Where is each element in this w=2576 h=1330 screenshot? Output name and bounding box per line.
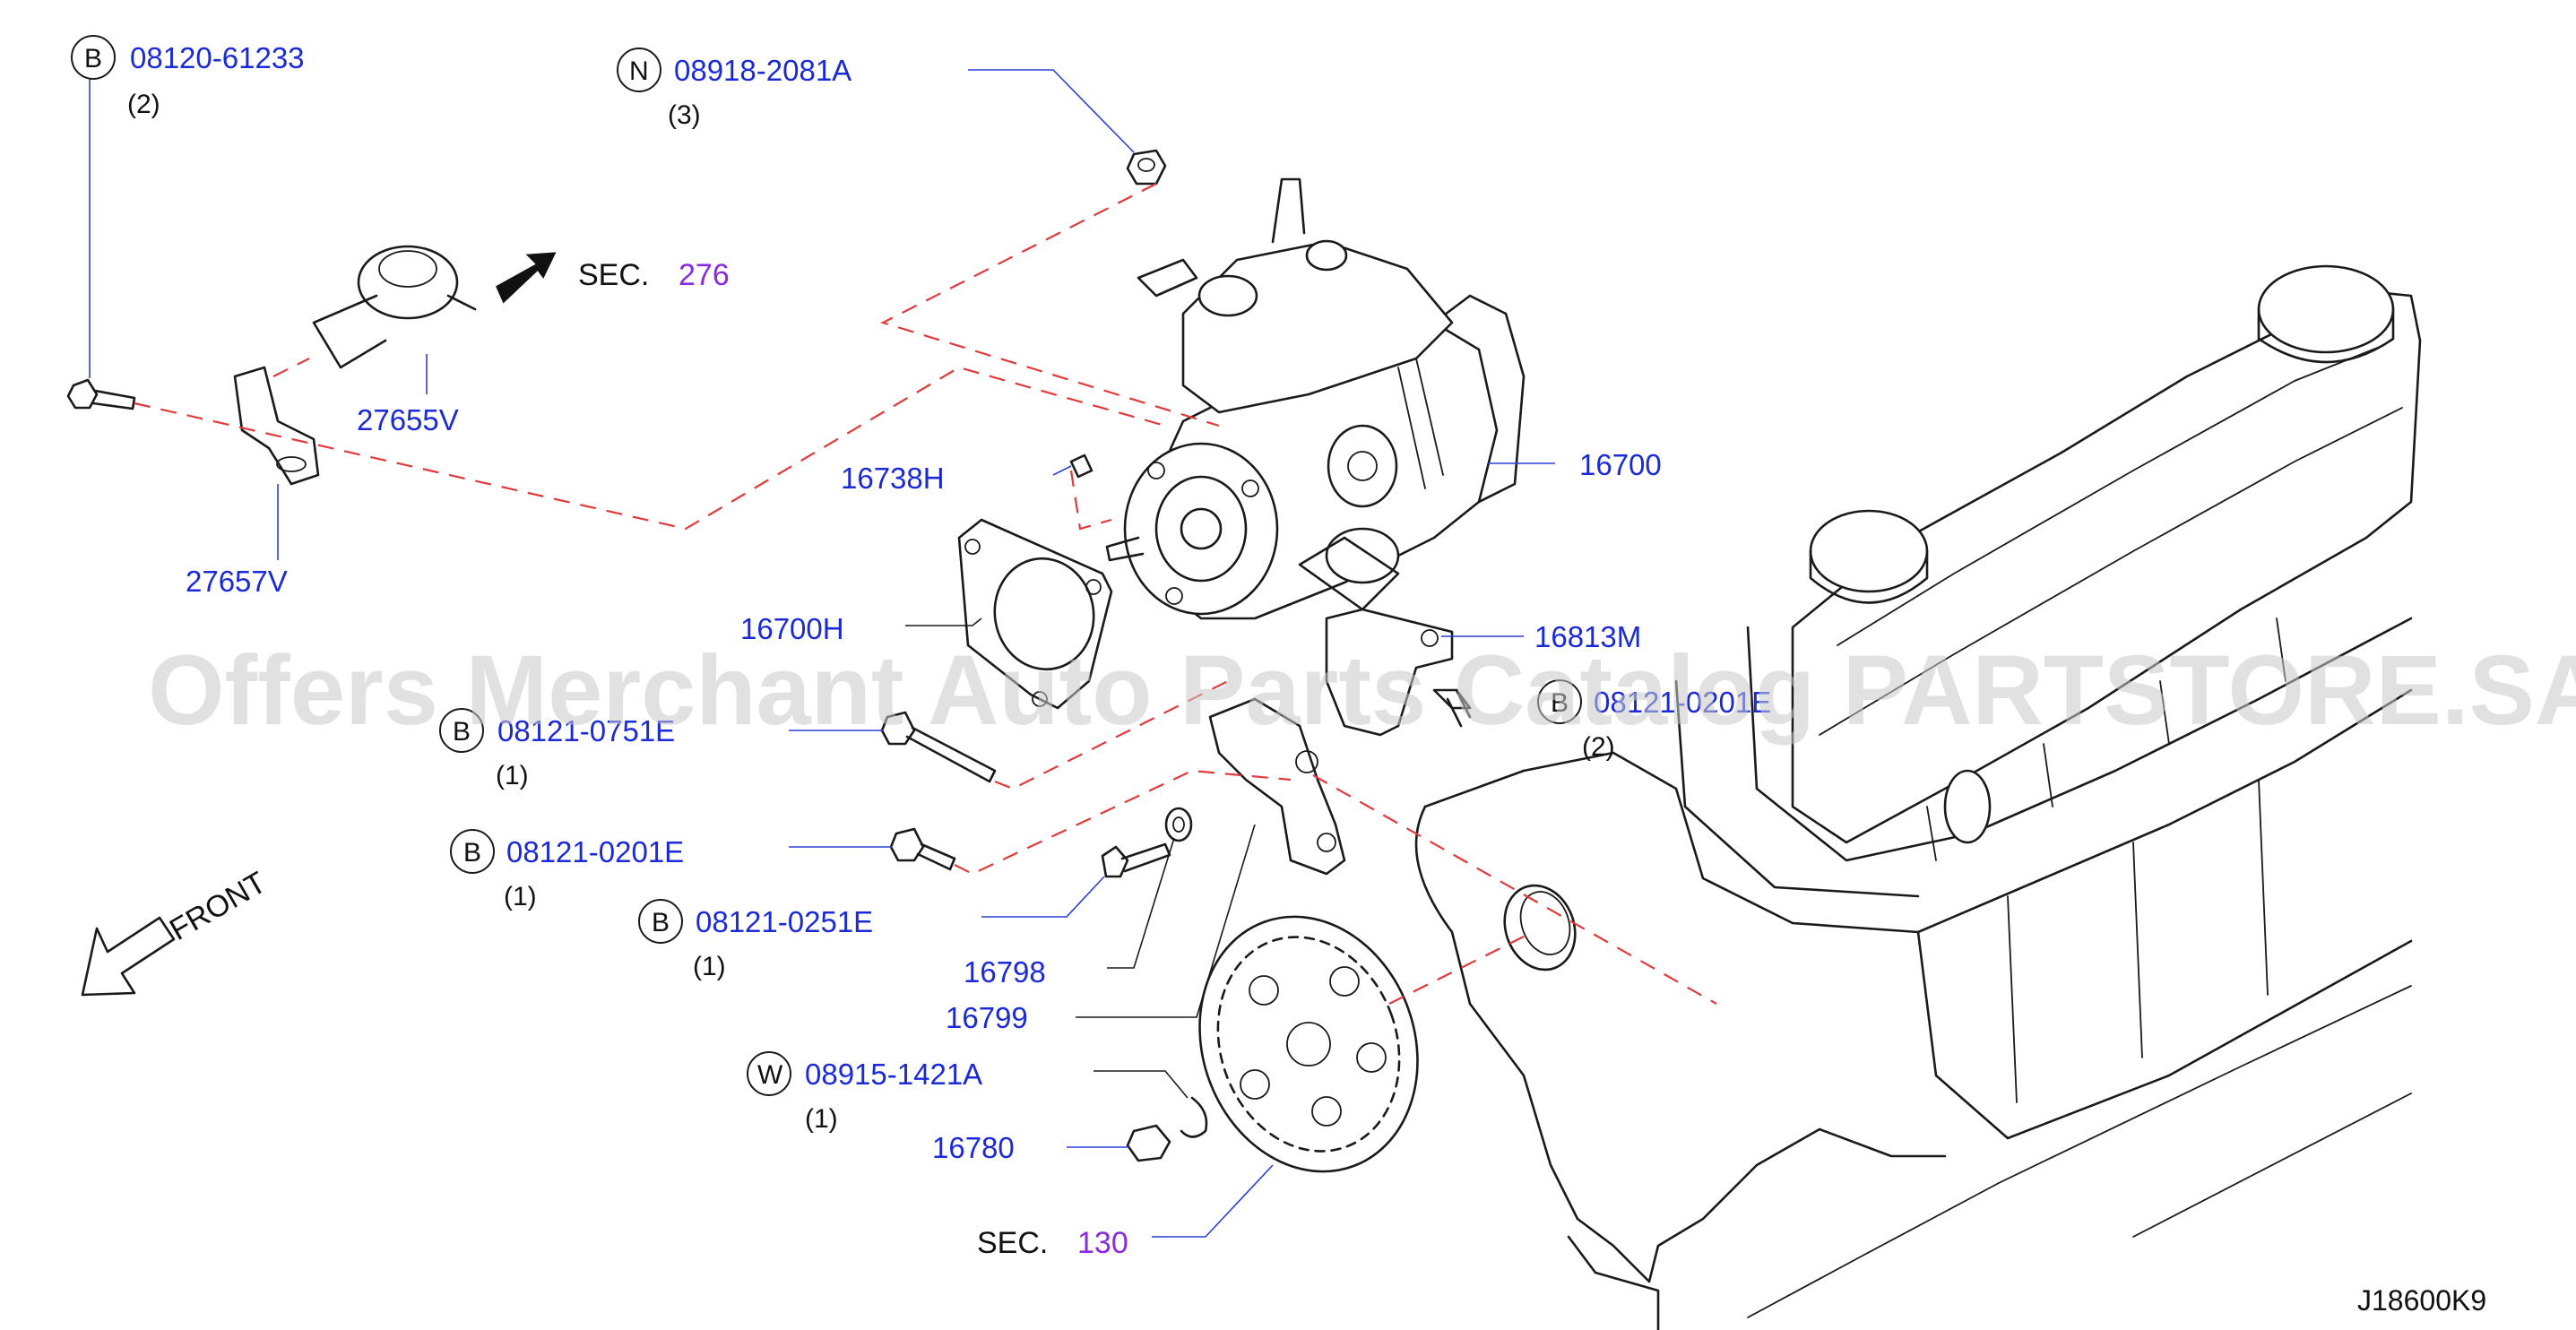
callout-letter: B bbox=[652, 908, 670, 937]
part-16780[interactable]: 16780 bbox=[932, 1131, 1015, 1164]
engine-block-illustration bbox=[1414, 264, 2422, 1330]
section-arrow bbox=[496, 252, 557, 304]
part-16700h[interactable]: 16700H bbox=[740, 612, 844, 645]
guide-lines bbox=[134, 183, 1717, 1005]
callout-08915-1421a[interactable]: W 08915-1421A (1) bbox=[747, 1051, 982, 1134]
part-number: 08120-61233 bbox=[130, 41, 305, 74]
callout-letter: W bbox=[757, 1060, 783, 1090]
bracket-16813m-illustration bbox=[1325, 608, 1472, 737]
callout-08121-0201e[interactable]: B 08121-0201E (1) bbox=[450, 829, 684, 911]
callout-08121-0201e-2[interactable]: B 08121-0201E (2) bbox=[1537, 679, 1771, 762]
callout-letter: B bbox=[463, 838, 481, 868]
injection-pump-illustration bbox=[1105, 177, 1526, 620]
part-16798[interactable]: 16798 bbox=[964, 955, 1046, 989]
part-number: 08121-0251E bbox=[696, 905, 873, 938]
diagram-id: J18600K9 bbox=[2357, 1284, 2486, 1317]
part-number: 08915-1421A bbox=[805, 1058, 982, 1091]
part-16738h[interactable]: 16738H bbox=[841, 462, 945, 495]
part-27655v[interactable]: 27655V bbox=[357, 403, 459, 436]
part-quantity: (3) bbox=[668, 100, 701, 130]
callout-letter: B bbox=[84, 44, 102, 73]
part-number: 08918-2081A bbox=[674, 54, 851, 87]
section-label: SEC. bbox=[578, 258, 649, 292]
part-quantity: (1) bbox=[496, 761, 529, 790]
part-quantity: (1) bbox=[693, 952, 726, 981]
section-label: SEC. bbox=[977, 1226, 1048, 1260]
leader-lines bbox=[89, 69, 1555, 1238]
front-label: FRONT bbox=[164, 865, 272, 946]
callout-08120-61233[interactable]: B 08120-61233 (2) bbox=[71, 35, 305, 119]
pump-gear-illustration bbox=[1198, 915, 1419, 1173]
bracket-16799-illustration bbox=[1208, 697, 1346, 876]
part-16799[interactable]: 16799 bbox=[946, 1001, 1028, 1034]
callout-08121-0251e[interactable]: B 08121-0251E (1) bbox=[638, 899, 873, 981]
front-direction-arrow bbox=[81, 916, 176, 997]
callout-08121-0751e[interactable]: B 08121-0751E (1) bbox=[439, 708, 675, 790]
part-quantity: (2) bbox=[1582, 732, 1615, 762]
section-130-link[interactable]: SEC. 130 bbox=[977, 1226, 1128, 1260]
part-number: 08121-0751E bbox=[497, 714, 675, 747]
watermark: Offers Merchant Auto Parts Catalog PARTS… bbox=[148, 635, 2576, 746]
callout-letter: B bbox=[453, 717, 471, 747]
part-quantity: (1) bbox=[805, 1104, 838, 1134]
gasket-illustration bbox=[957, 518, 1113, 710]
small-parts-illustrations bbox=[66, 149, 1472, 1162]
part-number: 08121-0201E bbox=[506, 835, 684, 868]
part-number: 08121-0201E bbox=[1594, 686, 1771, 719]
part-16700[interactable]: 16700 bbox=[1579, 448, 1662, 481]
callout-letter: N bbox=[629, 56, 649, 86]
part-16813m[interactable]: 16813M bbox=[1534, 620, 1641, 653]
part-quantity: (1) bbox=[504, 882, 537, 911]
section-number: 130 bbox=[1077, 1226, 1128, 1260]
section-number: 276 bbox=[679, 258, 730, 292]
part-27657v[interactable]: 27657V bbox=[186, 565, 288, 598]
part-quantity: (2) bbox=[127, 90, 160, 119]
section-276-link[interactable]: SEC. 276 bbox=[578, 258, 730, 292]
callout-08918-2081a[interactable]: N 08918-2081A (3) bbox=[617, 48, 851, 130]
callout-letter: B bbox=[1551, 688, 1569, 718]
